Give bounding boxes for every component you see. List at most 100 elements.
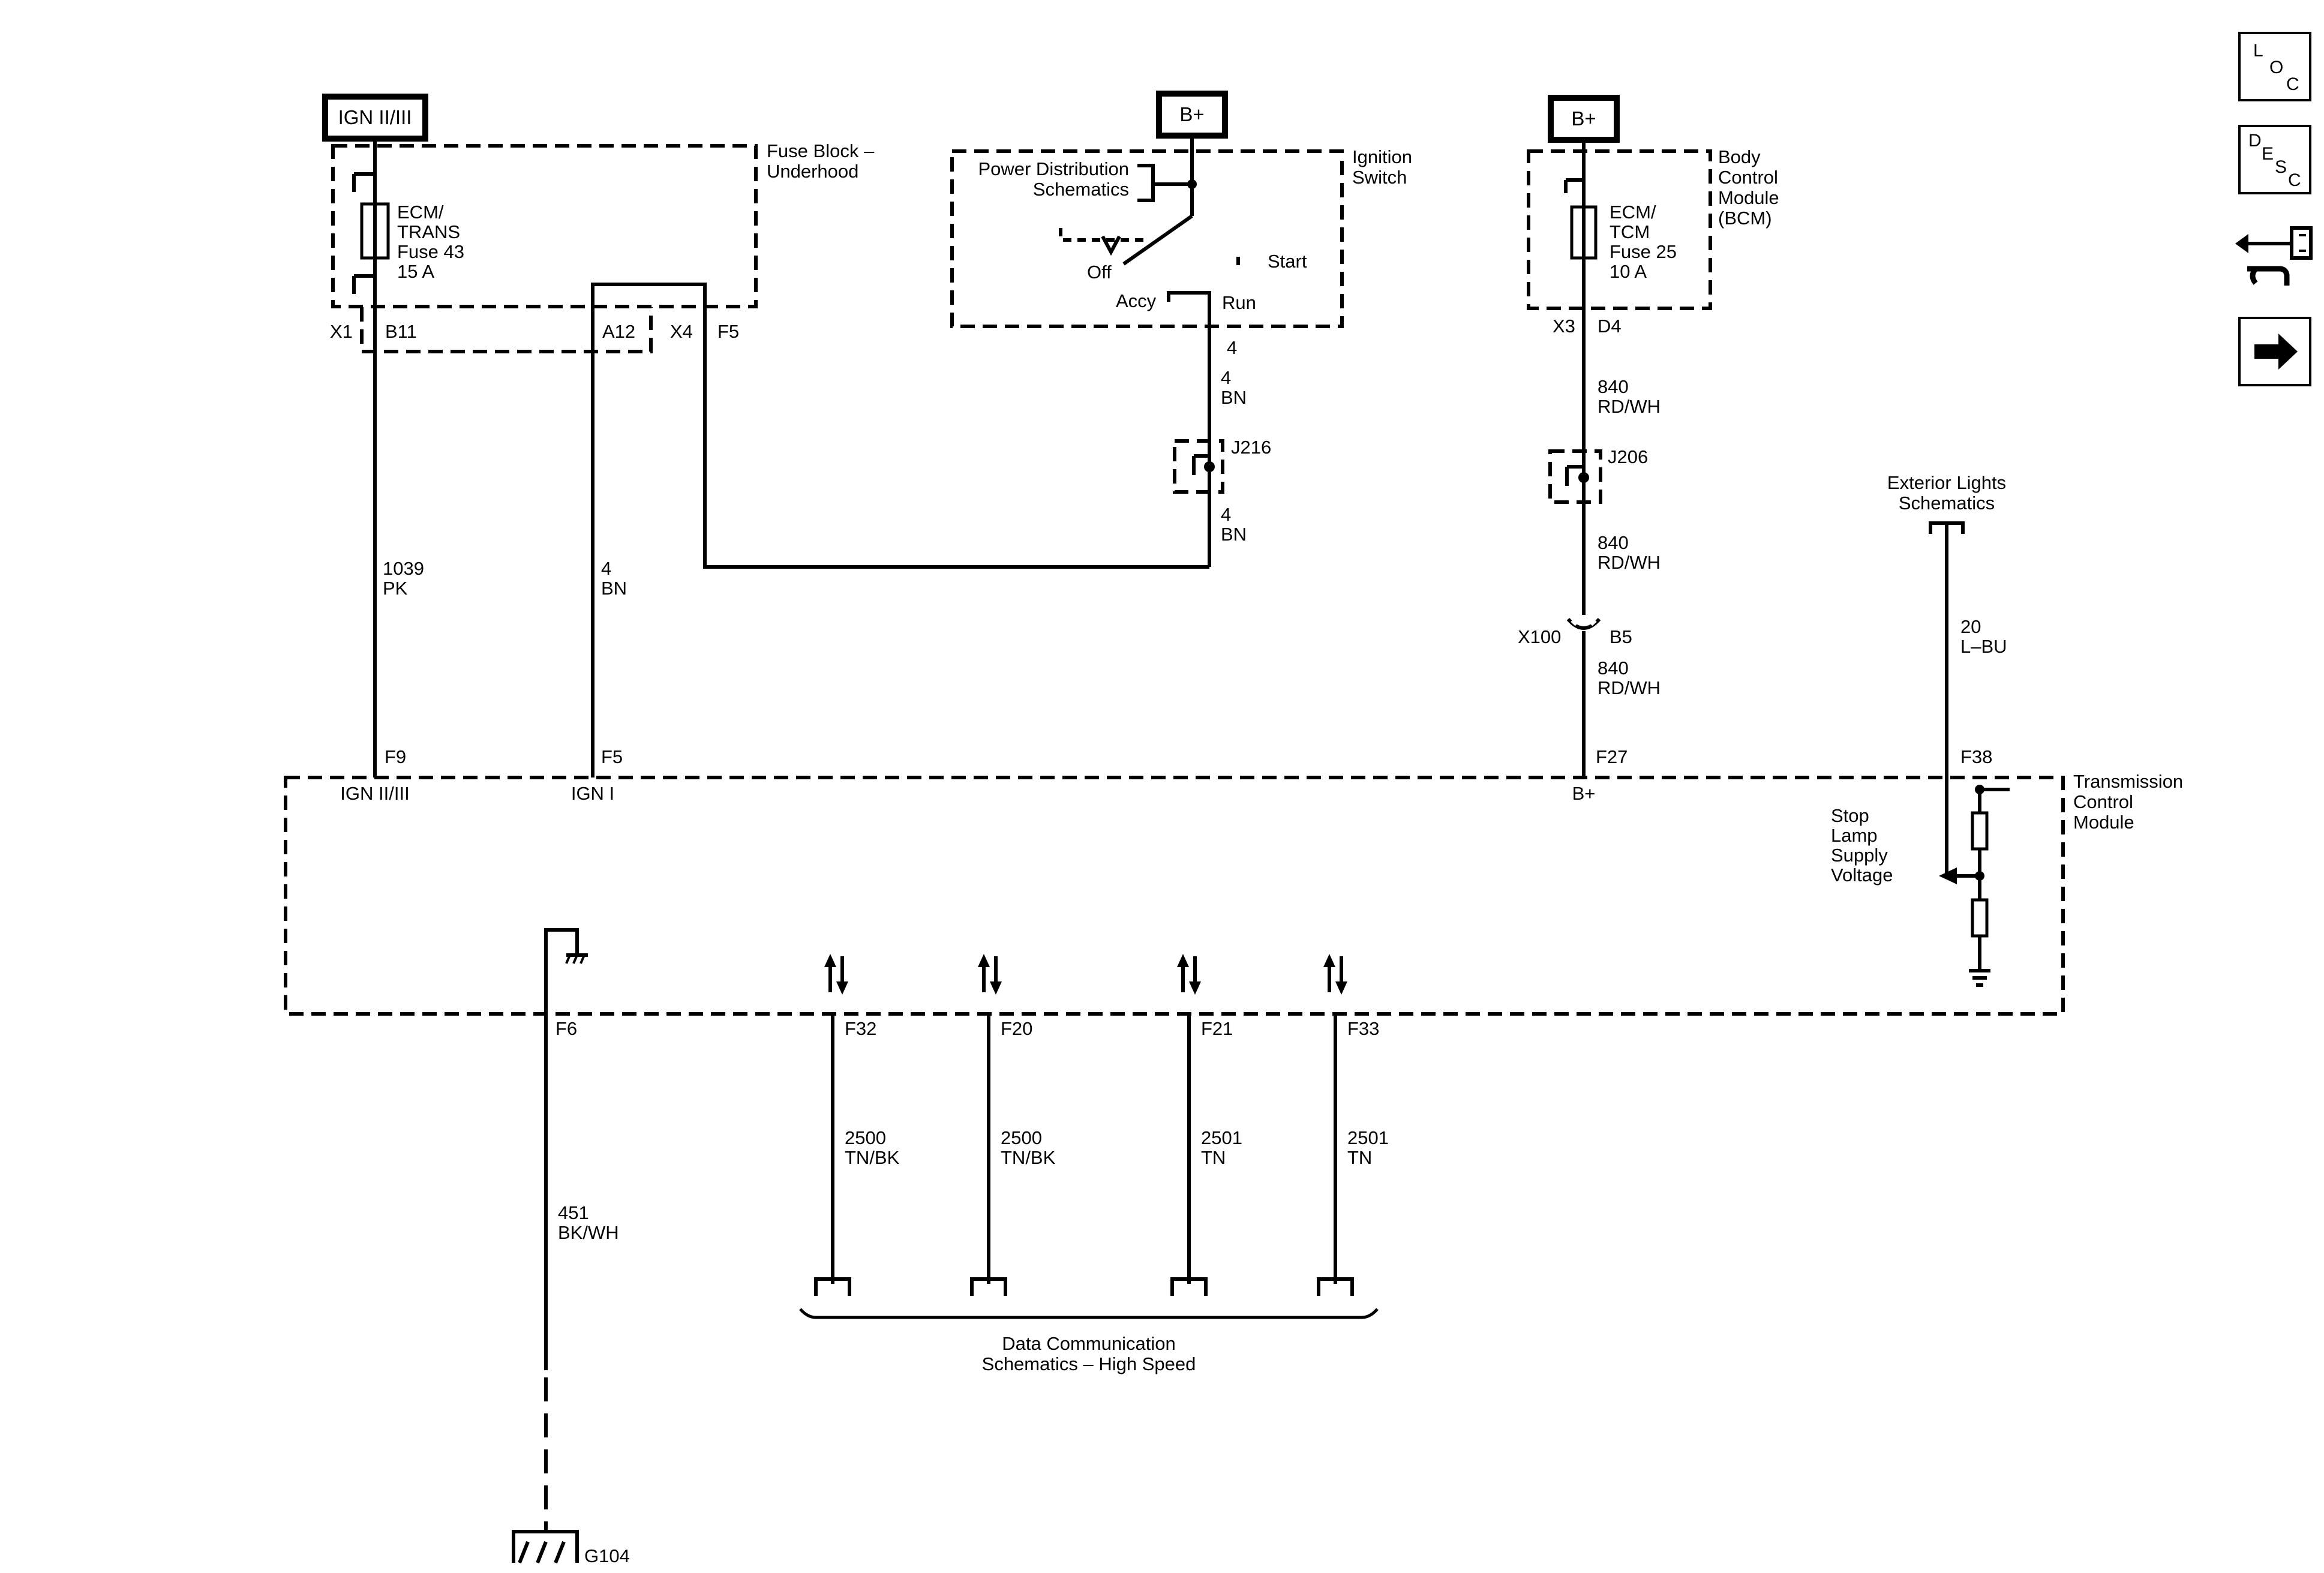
wire-4b-color: BN bbox=[1221, 524, 1247, 545]
tcm-pin-f5: F5 bbox=[601, 746, 623, 767]
x100-name: X100 bbox=[1518, 626, 1561, 647]
bcm-title-4: (BCM) bbox=[1718, 208, 1772, 229]
connector-swap-icon[interactable] bbox=[2235, 226, 2313, 286]
tcm-pin-f38: F38 bbox=[1960, 746, 1992, 767]
tcm-pin-f33: F33 bbox=[1347, 1018, 1379, 1039]
wire-20-num: 20 bbox=[1960, 616, 1981, 637]
wire-2501a-num: 2501 bbox=[1201, 1127, 1242, 1148]
stop-lamp-3: Supply bbox=[1831, 845, 1888, 866]
loc-button[interactable]: L O C bbox=[2238, 32, 2311, 101]
conn-x1: X1 bbox=[330, 321, 353, 342]
pin-a12: A12 bbox=[602, 321, 635, 342]
wire-4a-num: 4 bbox=[1221, 367, 1231, 388]
fuse-25-rating: 10 A bbox=[1610, 261, 1647, 282]
splice-j216: J216 bbox=[1173, 437, 1271, 494]
fuse-25-name-1: ECM/ bbox=[1610, 202, 1656, 223]
ground-g104-label: G104 bbox=[584, 1545, 630, 1566]
fuse-43-icon bbox=[360, 202, 390, 260]
f33-bidir-arrow-icon bbox=[1323, 954, 1347, 995]
tcm-pin-f9: F9 bbox=[385, 746, 406, 767]
wire-451-num: 451 bbox=[558, 1202, 589, 1223]
wire-2500a-color: TN/BK bbox=[845, 1147, 900, 1168]
conn-x4: X4 bbox=[670, 321, 693, 342]
chassis-ground-g104-icon bbox=[512, 1530, 579, 1564]
wire-2500b-num: 2500 bbox=[1001, 1127, 1042, 1148]
tcm-pin-f32: F32 bbox=[845, 1018, 876, 1039]
splice-j206-label: J206 bbox=[1608, 446, 1648, 467]
exterior-lights-2: Schematics bbox=[1899, 493, 1995, 514]
tcm-label-bplus: B+ bbox=[1572, 783, 1596, 804]
transmission-control-module: Transmission Control Module F9 IGN II/II… bbox=[284, 746, 2183, 1039]
right-arrow-icon bbox=[2254, 334, 2298, 370]
wire-4a-color: BN bbox=[1221, 387, 1247, 408]
fuse-block-title-2: Underhood bbox=[767, 161, 858, 182]
ground-g104: 451 BK/WH G104 bbox=[512, 1014, 630, 1566]
desc-letter-d: D bbox=[2248, 131, 2262, 151]
wire-4c-color: BN bbox=[601, 578, 627, 599]
f21-bidir-arrow-icon bbox=[1177, 954, 1201, 995]
splice-j206: J206 bbox=[1548, 446, 1648, 504]
loc-letter-l: L bbox=[2253, 41, 2263, 61]
fuse-43-rating: 15 A bbox=[397, 261, 434, 282]
bplus-bcm-label: B+ bbox=[1571, 107, 1596, 130]
inline-connector-x100: X100 B5 bbox=[1518, 615, 1632, 647]
bplus-bcm-power-source: B+ bbox=[1548, 95, 1620, 143]
tcm-title-1: Transmission bbox=[2073, 771, 2183, 792]
desc-button[interactable]: D E S C bbox=[2238, 125, 2311, 194]
internal-ground-icon bbox=[1969, 969, 1990, 987]
bcm-title-1: Body bbox=[1718, 146, 1761, 167]
body-control-module: Body Control Module (BCM) ECM/ TCM Fuse … bbox=[1527, 140, 1779, 337]
bplus-switch-label: B+ bbox=[1179, 103, 1204, 125]
fuse-block-title-1: Fuse Block – bbox=[767, 140, 875, 161]
stop-lamp-1: Stop bbox=[1831, 805, 1869, 826]
wire-2500a-num: 2500 bbox=[845, 1127, 886, 1148]
stop-lamp-4: Voltage bbox=[1831, 864, 1893, 885]
pin-b11: B11 bbox=[385, 321, 417, 342]
resistor-bottom-icon bbox=[1971, 898, 1989, 938]
tcm-title-2: Control bbox=[2073, 791, 2133, 812]
next-page-button[interactable] bbox=[2238, 317, 2311, 386]
ign23-label: IGN II/III bbox=[338, 106, 412, 128]
fuse-25-icon bbox=[1570, 205, 1598, 260]
fuse-25-name-2: TCM bbox=[1610, 221, 1650, 242]
wire-20-color: L–BU bbox=[1960, 636, 2007, 657]
splice-j216-label: J216 bbox=[1231, 437, 1271, 458]
loc-letter-c: C bbox=[2286, 74, 2299, 94]
chassis-ground-icon bbox=[565, 953, 588, 964]
ignition-switch-title-1: Ignition bbox=[1352, 146, 1412, 167]
data-comm-ref-1: Data Communication bbox=[1002, 1333, 1175, 1354]
bcm-conn-x3: X3 bbox=[1553, 316, 1575, 337]
exterior-lights-ref: Exterior Lights Schematics 20 L–BU bbox=[1887, 472, 2007, 778]
desc-letter-e: E bbox=[2262, 144, 2274, 164]
tcm-label-ign23: IGN II/III bbox=[340, 783, 409, 804]
data-comm-wires: F32 2500 TN/BK F20 2500 TN/BK F21 2501 T… bbox=[799, 1014, 1389, 1374]
power-dist-ref-1: Power Distribution bbox=[978, 158, 1129, 179]
bcm-pin-d4: D4 bbox=[1598, 316, 1622, 337]
wire-2500b-color: TN/BK bbox=[1001, 1147, 1056, 1168]
fuse-block-underhood: Fuse Block – Underhood ECM/ TRANS Fuse 4… bbox=[330, 139, 875, 353]
tcm-pin-f20: F20 bbox=[1001, 1018, 1032, 1039]
ignition-switch-pin: 4 bbox=[1227, 337, 1237, 358]
wire-451-color: BK/WH bbox=[558, 1222, 619, 1243]
resistor-top-icon bbox=[1971, 811, 1989, 851]
switch-pos-start: Start bbox=[1268, 251, 1307, 272]
wire-840b-num: 840 bbox=[1598, 532, 1629, 553]
wire-840c-color: RD/WH bbox=[1598, 677, 1661, 698]
wire-1039-num: 1039 bbox=[383, 558, 424, 579]
tcm-title-3: Module bbox=[2073, 812, 2134, 833]
wire-2501b-num: 2501 bbox=[1347, 1127, 1389, 1148]
bplus-switch-power-source: B+ bbox=[1156, 91, 1228, 139]
x100-pin-b5: B5 bbox=[1610, 626, 1632, 647]
wire-4b-num: 4 bbox=[1221, 504, 1231, 525]
data-comm-ref-2: Schematics – High Speed bbox=[982, 1353, 1196, 1374]
fuse-43-name-3: Fuse 43 bbox=[397, 241, 464, 262]
exterior-lights-1: Exterior Lights bbox=[1887, 472, 2006, 493]
loc-letter-o: O bbox=[2269, 58, 2283, 77]
desc-letter-s: S bbox=[2275, 157, 2287, 177]
stop-lamp-2: Lamp bbox=[1831, 825, 1878, 846]
stop-lamp-arrow-icon bbox=[1939, 867, 1957, 884]
switch-pos-run: Run bbox=[1222, 292, 1256, 313]
f32-bidir-arrow-icon bbox=[824, 954, 848, 995]
pin-f5-fuseblock: F5 bbox=[717, 321, 739, 342]
